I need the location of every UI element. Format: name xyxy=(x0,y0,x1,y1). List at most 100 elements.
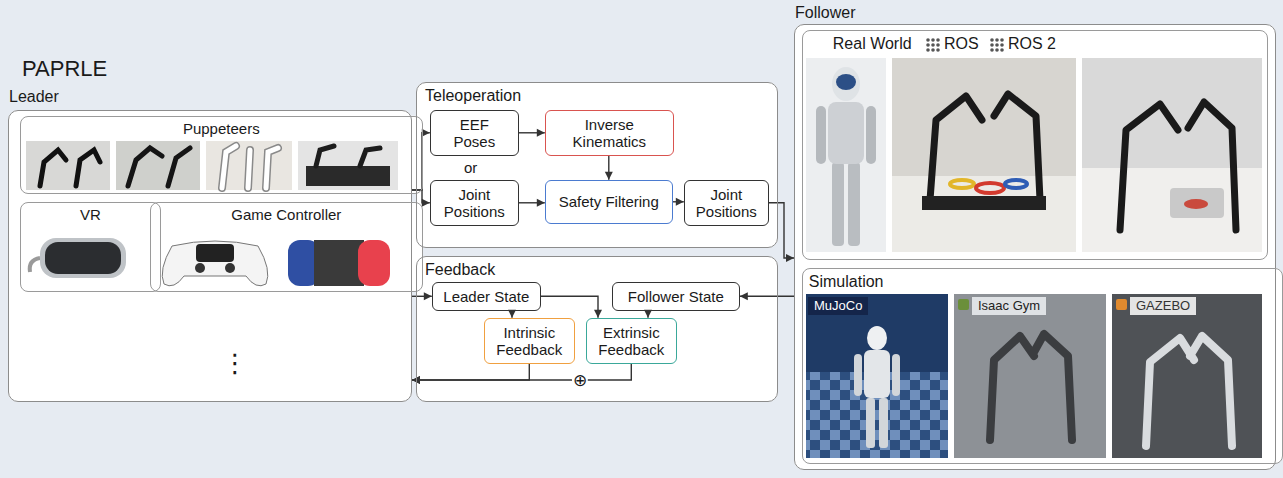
connector xyxy=(673,198,684,206)
headset-body xyxy=(40,238,126,278)
connector xyxy=(740,292,794,300)
group-heading: Simulation xyxy=(809,272,1282,291)
box-label: Follower State xyxy=(628,288,724,305)
puppeteer-arm xyxy=(222,146,278,188)
connector xyxy=(519,199,545,207)
arrow-head xyxy=(537,129,545,137)
connector-line xyxy=(412,190,430,203)
ros-logo xyxy=(926,38,940,52)
label: ⊕ xyxy=(572,370,588,390)
group-heading: Follower xyxy=(795,3,1275,22)
connector-line xyxy=(769,203,794,258)
panel-fill xyxy=(545,180,673,224)
humanoid-torso xyxy=(828,102,864,164)
puppeteer-arm xyxy=(316,146,380,166)
label-holder: ⊕ xyxy=(572,370,588,390)
connector-line xyxy=(740,296,794,297)
headset-front xyxy=(45,242,121,274)
panel-fill xyxy=(802,268,1283,464)
label: ROS xyxy=(944,34,979,53)
humanoid-leg xyxy=(848,162,860,246)
connector-line xyxy=(412,364,529,380)
connector xyxy=(769,203,794,262)
feedback-box: Intrinsic Feedback xyxy=(484,318,575,364)
label: GAZEBO xyxy=(1130,297,1196,315)
puppeteer-arm xyxy=(128,148,190,186)
group-heading: Puppeteers xyxy=(21,120,422,138)
arrow-head xyxy=(676,198,684,206)
feedback-box: Extrinsic Feedback xyxy=(586,318,677,364)
sim-robot-arm xyxy=(1146,336,1232,446)
label: or xyxy=(464,159,477,177)
panel-fill xyxy=(20,202,161,292)
panel-fill xyxy=(430,110,519,156)
box-label: EEF Poses xyxy=(441,116,508,151)
connector xyxy=(605,156,613,180)
group-box: Real World xyxy=(802,30,1268,260)
connector xyxy=(412,292,432,300)
panel-fill xyxy=(432,282,541,311)
robot-arm xyxy=(930,94,1040,200)
diagram-title: PAPRLE xyxy=(22,56,107,81)
group-heading: Teleoperation xyxy=(425,86,777,105)
sim-humanoid-leg xyxy=(879,398,888,448)
real-world-photos xyxy=(806,58,1262,252)
humanoid-visor xyxy=(836,74,856,90)
photo xyxy=(1082,58,1262,252)
arrow-head xyxy=(422,129,430,137)
box-label: Inverse Kinematics xyxy=(556,116,663,151)
table xyxy=(892,176,1076,252)
controller-stick xyxy=(195,263,205,273)
joycon-grip xyxy=(314,240,364,286)
dish xyxy=(1184,199,1208,209)
connector xyxy=(644,310,652,318)
connector xyxy=(412,129,430,190)
headset-strap xyxy=(30,258,40,272)
robot-base xyxy=(922,196,1046,210)
connector-line xyxy=(412,364,631,380)
group-box: Puppeteers xyxy=(20,116,423,194)
panel-fill xyxy=(586,318,677,364)
label: Isaac Gym xyxy=(972,297,1046,315)
label: MuJoCo xyxy=(808,297,868,315)
ps-controller xyxy=(162,241,268,286)
controller-stick xyxy=(225,263,235,273)
label-holder: or xyxy=(464,159,477,177)
render xyxy=(954,294,1106,458)
puppeteer-arm xyxy=(222,146,278,188)
label: ⋮ xyxy=(222,348,248,379)
photo xyxy=(806,58,886,252)
label-holder: ⋮ xyxy=(222,348,248,379)
state-box: Leader State xyxy=(432,282,541,311)
group-box: VR xyxy=(20,202,161,292)
connector xyxy=(541,296,602,318)
panel-fill xyxy=(484,318,575,364)
panel-fill xyxy=(430,180,519,226)
humanoid-head xyxy=(832,67,860,101)
humanoid-arm xyxy=(866,106,876,164)
arrow-head xyxy=(740,292,748,300)
arrow-head xyxy=(422,199,430,207)
vr-headset xyxy=(30,238,126,278)
arrow-head xyxy=(508,310,516,318)
sink xyxy=(1170,188,1224,218)
arrow-head xyxy=(786,254,794,262)
puppeteer-arm xyxy=(40,150,100,186)
process-box: Joint Positions xyxy=(684,180,769,226)
label: ROS 2 xyxy=(1008,34,1056,53)
connector xyxy=(412,364,529,384)
simulation-renders xyxy=(806,294,1262,458)
panel: FollowerReal WorldSimulation xyxy=(794,24,1276,470)
isaac-icon xyxy=(958,299,969,310)
arrow-head xyxy=(644,310,652,318)
label-holder: MuJoCo xyxy=(808,297,868,315)
photo xyxy=(116,141,200,190)
group-heading: Feedback xyxy=(425,260,777,279)
group-heading: VR xyxy=(21,206,160,224)
arrow-head xyxy=(605,172,613,180)
game-controllers xyxy=(162,240,390,286)
